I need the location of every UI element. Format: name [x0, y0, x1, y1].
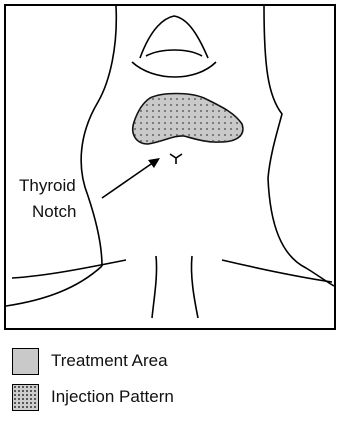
- neck-illustration: [6, 6, 334, 328]
- legend-label-treatment-area: Treatment Area: [51, 351, 168, 371]
- legend: Treatment Area Injection Pattern: [12, 346, 174, 418]
- arrow-icon: [102, 158, 160, 198]
- legend-item-treatment-area: Treatment Area: [12, 346, 174, 376]
- thyroid-notch-mark: [170, 154, 182, 158]
- neck-outline: [6, 6, 334, 318]
- thyroid-label: Thyroid: [19, 176, 76, 196]
- treatment-area-swatch: [12, 348, 39, 375]
- notch-label: Notch: [32, 202, 76, 222]
- injection-pattern-swatch: [12, 384, 39, 411]
- lips-outline: [132, 16, 216, 77]
- legend-label-injection-pattern: Injection Pattern: [51, 387, 174, 407]
- neck-diagram-frame: Thyroid Notch: [4, 4, 336, 330]
- legend-item-injection-pattern: Injection Pattern: [12, 382, 174, 412]
- injection-pattern-dots: [133, 94, 243, 145]
